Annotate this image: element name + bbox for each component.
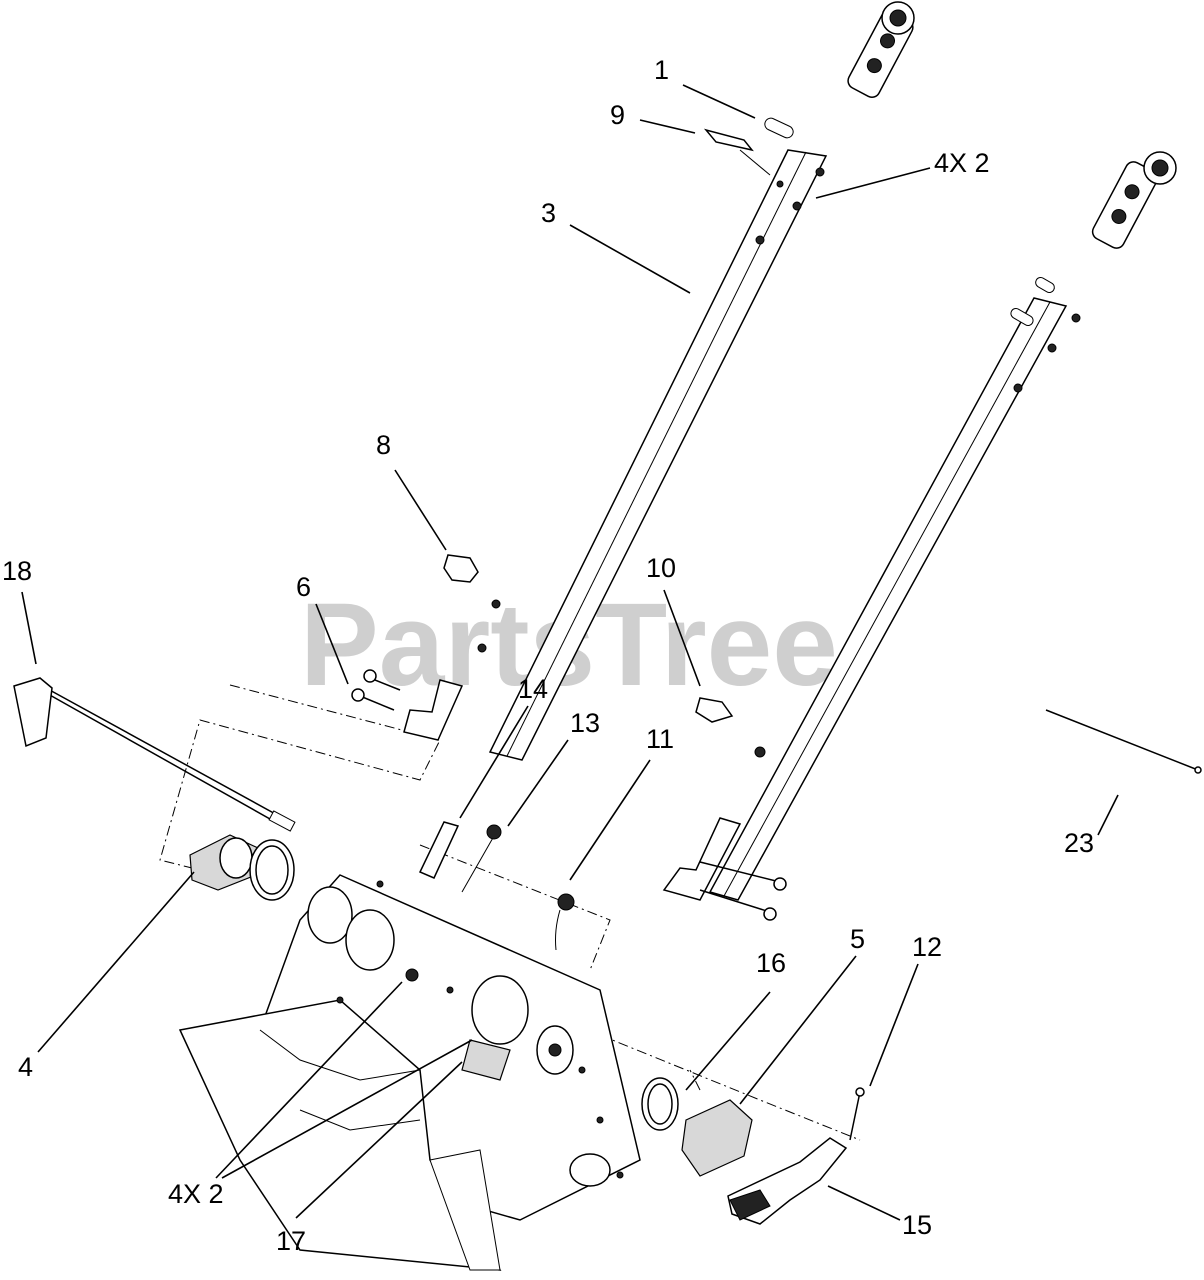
callout-17: 17 — [276, 1226, 306, 1256]
callout-14: 14 — [518, 674, 548, 704]
frame — [178, 874, 641, 1271]
callout-16: 16 — [756, 948, 786, 978]
right-control-lever — [662, 151, 1177, 921]
callout-4x2-bottom: 4X 2 — [168, 1179, 224, 1209]
callout-5: 5 — [850, 924, 865, 954]
bracket-5-assembly — [641, 1077, 865, 1225]
callout-6: 6 — [296, 572, 311, 602]
callout-1: 1 — [654, 55, 669, 85]
spring-hardware — [418, 821, 575, 951]
callout-13: 13 — [570, 708, 600, 738]
callout-8: 8 — [376, 430, 391, 460]
callout-12: 12 — [912, 932, 942, 962]
leader-lines — [21, 84, 1119, 1221]
callout-18: 18 — [2, 556, 32, 586]
callout-4: 4 — [18, 1052, 33, 1082]
callout-3: 3 — [541, 198, 556, 228]
callout-9: 9 — [610, 100, 625, 130]
bracket-4 — [189, 834, 295, 901]
callout-10: 10 — [646, 553, 676, 583]
rod-23 — [1045, 709, 1202, 774]
left-control-lever — [403, 1, 915, 761]
callout-11: 11 — [646, 724, 674, 754]
rod-18 — [13, 677, 296, 832]
callout-4x2-top: 4X 2 — [934, 148, 990, 178]
callout-23: 23 — [1064, 828, 1094, 858]
callout-labels: 1 9 4X 2 3 8 18 6 10 14 13 11 23 4 16 5 … — [2, 55, 1094, 1256]
callout-15: 15 — [902, 1210, 932, 1240]
left-lever-hardware — [351, 117, 794, 723]
